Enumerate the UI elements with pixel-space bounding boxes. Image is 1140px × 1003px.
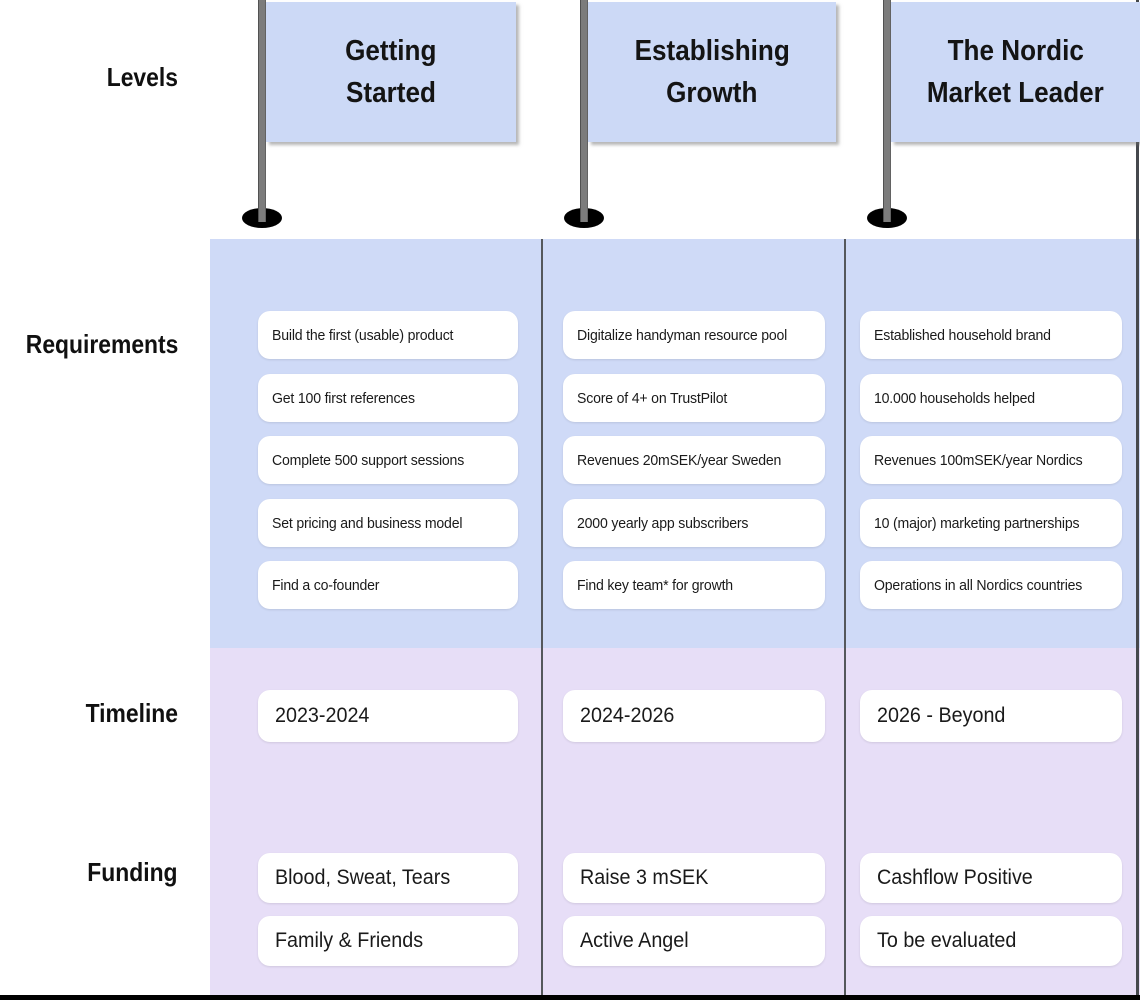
row-label-text: Timeline	[85, 698, 178, 728]
flag-pole-icon	[883, 0, 891, 222]
row-label-levels: Levels	[0, 62, 178, 93]
timeline-pill: 2024-2026	[563, 690, 825, 742]
flag-banner-getting-started: Getting Started	[266, 2, 516, 142]
funding-text: Active Angel	[580, 929, 689, 952]
flag-title-line: Getting	[345, 35, 437, 67]
requirement-pill: Revenues 100mSEK/year Nordics	[860, 436, 1122, 484]
requirement-text: Revenues 100mSEK/year Nordics	[874, 451, 1083, 469]
requirement-pill: 2000 yearly app subscribers	[563, 499, 825, 547]
requirement-text: Build the first (usable) product	[272, 326, 454, 344]
requirement-pill: Build the first (usable) product	[258, 311, 518, 359]
right-edge-border	[1136, 0, 1139, 995]
requirement-text: Find a co-founder	[272, 576, 380, 594]
requirement-pill: 10.000 households helped	[860, 374, 1122, 422]
requirement-text: 10 (major) marketing partnerships	[874, 514, 1080, 532]
funding-pill: Active Angel	[563, 916, 825, 966]
funding-text: Blood, Sweat, Tears	[275, 866, 451, 889]
requirement-pill: Find a co-founder	[258, 561, 518, 609]
funding-pill: Blood, Sweat, Tears	[258, 853, 518, 903]
flag-banner-establishing-growth: Establishing Growth	[588, 2, 836, 142]
requirement-text: Score of 4+ on TrustPilot	[577, 389, 728, 407]
requirement-pill: Complete 500 support sessions	[258, 436, 518, 484]
requirement-text: Revenues 20mSEK/year Sweden	[577, 451, 782, 469]
funding-text: To be evaluated	[877, 929, 1017, 952]
requirement-pill: Set pricing and business model	[258, 499, 518, 547]
timeline-text: 2024-2026	[580, 704, 675, 727]
column-divider-1	[541, 239, 543, 995]
requirement-text: Operations in all Nordics countries	[874, 576, 1083, 594]
requirement-text: 10.000 households helped	[874, 389, 1035, 407]
bottom-border	[0, 995, 1140, 1000]
funding-pill: To be evaluated	[860, 916, 1122, 966]
flag-title-line: Establishing	[634, 35, 790, 67]
funding-text: Raise 3 mSEK	[580, 866, 709, 889]
requirement-pill: Revenues 20mSEK/year Sweden	[563, 436, 825, 484]
flag-title-line: Started	[346, 77, 436, 109]
requirement-pill: Established household brand	[860, 311, 1122, 359]
timeline-text: 2026 - Beyond	[877, 704, 1006, 727]
row-label-text: Funding	[87, 857, 178, 887]
requirement-text: Complete 500 support sessions	[272, 451, 465, 469]
funding-pill: Raise 3 mSEK	[563, 853, 825, 903]
flag-pole-icon	[580, 0, 588, 222]
timeline-pill: 2026 - Beyond	[860, 690, 1122, 742]
funding-text: Cashflow Positive	[877, 866, 1033, 889]
flag-title-line: Market Leader	[927, 77, 1104, 109]
funding-pill: Cashflow Positive	[860, 853, 1122, 903]
row-label-text: Requirements	[25, 329, 178, 359]
timeline-pill: 2023-2024	[258, 690, 518, 742]
funding-text: Family & Friends	[275, 929, 424, 952]
column-divider-2	[844, 239, 846, 995]
row-label-timeline: Timeline	[0, 698, 178, 729]
row-label-requirements: Requirements	[0, 329, 178, 360]
requirement-text: Find key team* for growth	[577, 576, 733, 594]
requirement-text: Set pricing and business model	[272, 514, 463, 532]
requirement-text: Digitalize handyman resource pool	[577, 326, 788, 344]
requirement-pill: Digitalize handyman resource pool	[563, 311, 825, 359]
requirement-text: 2000 yearly app subscribers	[577, 514, 749, 532]
requirement-pill: Score of 4+ on TrustPilot	[563, 374, 825, 422]
requirement-text: Get 100 first references	[272, 389, 415, 407]
row-label-funding: Funding	[0, 857, 178, 888]
flag-pole-icon	[258, 0, 266, 222]
timeline-text: 2023-2024	[275, 704, 370, 727]
flag-banner-nordic-market-leader: The Nordic Market Leader	[891, 2, 1140, 142]
requirement-pill: Get 100 first references	[258, 374, 518, 422]
funding-pill: Family & Friends	[258, 916, 518, 966]
requirement-pill: Find key team* for growth	[563, 561, 825, 609]
requirement-pill: 10 (major) marketing partnerships	[860, 499, 1122, 547]
requirement-text: Established household brand	[874, 326, 1051, 344]
flag-title-line: The Nordic	[947, 35, 1084, 67]
requirement-pill: Operations in all Nordics countries	[860, 561, 1122, 609]
row-label-text: Levels	[106, 62, 178, 92]
flag-title-line: Growth	[666, 77, 758, 109]
